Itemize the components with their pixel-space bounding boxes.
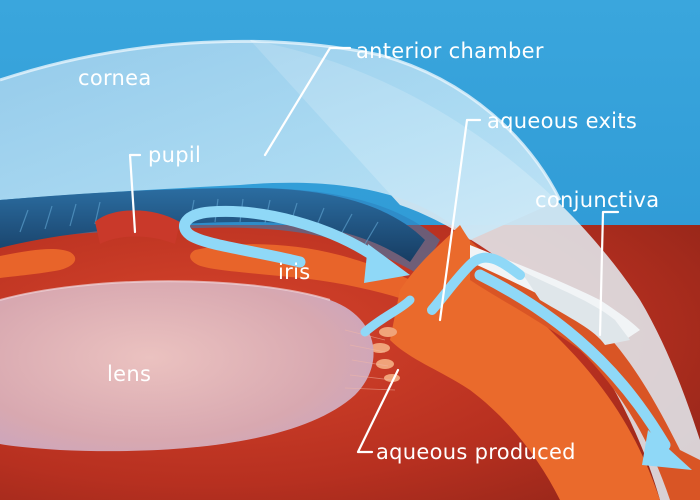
leader-aqueous-produced [356, 368, 400, 454]
leader-pupil [128, 153, 142, 234]
iris-tissue-right [190, 244, 430, 305]
ciliary-body [390, 225, 660, 500]
label-aqueous-produced: aqueous produced [376, 440, 576, 464]
leader-aqueous-exits [438, 118, 482, 322]
flow-arrowhead-outflow [642, 430, 692, 470]
label-lens: lens [107, 362, 151, 386]
aqueous-flow [179, 205, 692, 470]
label-anterior-chamber: anterior chamber [356, 39, 544, 63]
label-iris: iris [278, 260, 310, 284]
label-pupil: pupil [148, 143, 201, 167]
leader-anterior-chamber [263, 46, 352, 157]
iris-tissue-left [0, 249, 76, 278]
lens [0, 281, 374, 452]
leader-conjunctiva [598, 210, 620, 337]
flow-arrowhead-iris [364, 244, 410, 283]
ciliary-processes [370, 327, 400, 382]
flow-path-iris [179, 205, 386, 268]
leader-lines [128, 46, 620, 454]
conjunctiva-bleb [520, 270, 630, 345]
cornea [0, 41, 560, 241]
label-conjunctiva: conjunctiva [535, 188, 659, 212]
lens-edge [0, 280, 331, 301]
flow-path-ciliary [360, 295, 415, 337]
iris-dark-layer [0, 188, 425, 262]
flow-path-outflow [474, 269, 671, 451]
label-aqueous-exits: aqueous exits [487, 109, 637, 133]
label-cornea: cornea [78, 66, 152, 90]
cornea-edge [0, 39, 562, 201]
pupil-gap [95, 210, 180, 244]
